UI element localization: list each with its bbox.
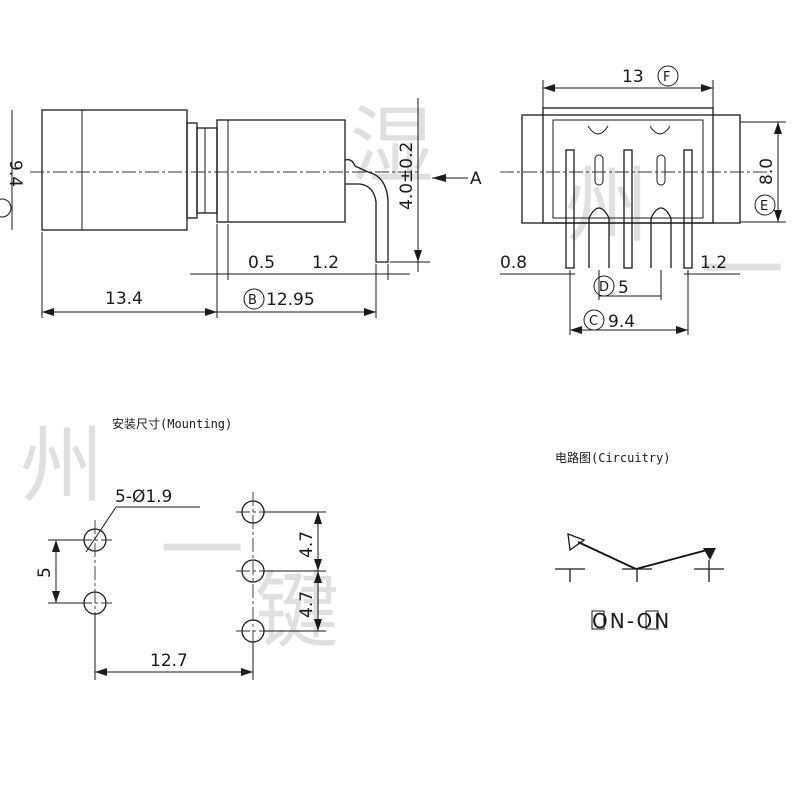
- watermark-char: 一: [700, 222, 784, 320]
- watermark-char: 一: [160, 502, 244, 600]
- dim-f-value: 13: [622, 67, 644, 87]
- end-pin-round: [588, 207, 610, 268]
- dim-arrow: [676, 326, 688, 334]
- view-a-label: A: [470, 169, 482, 189]
- end-view: 13 F 8.0 E 0.8 1.2 D 5 C 9.4: [500, 65, 786, 335]
- dim-pin-right-value: 1.2: [700, 253, 727, 273]
- dim-pin-thickness-value: 1.2: [312, 253, 339, 273]
- dim-e-label: E: [760, 199, 768, 214]
- dim-arrow: [314, 619, 322, 631]
- dim-b-label: B: [248, 293, 257, 308]
- dim-arrow: [414, 250, 422, 262]
- dim-arrow: [543, 84, 555, 92]
- label-box: [591, 610, 605, 630]
- side-washer: [196, 127, 218, 214]
- end-pin: [683, 149, 693, 269]
- dim-c-marker: [583, 309, 605, 331]
- label-box: [645, 610, 659, 630]
- dim-vertical-value: 5: [35, 567, 55, 578]
- dim-arrow: [42, 308, 54, 316]
- dim-f-marker: [657, 65, 679, 87]
- dim-left-marker: [0, 198, 12, 218]
- dim-arrow: [364, 308, 376, 316]
- side-bent-pin: [344, 158, 389, 263]
- end-pin: [565, 149, 575, 269]
- dim-gap-value: 0.5: [248, 253, 275, 273]
- dim-arrow: [52, 540, 60, 552]
- dim-arrow: [52, 591, 60, 603]
- contact-left: [567, 533, 586, 552]
- circuit-diagram: 电路图(Circuitry) ON-ON: [555, 450, 724, 633]
- dim-pitch-bottom-value: 4.7: [297, 591, 317, 618]
- watermark-char: 键: [255, 562, 339, 660]
- dim-arrow: [95, 668, 107, 676]
- end-notch: [649, 125, 671, 135]
- dim-pin-offset-value: 4.0±0.2: [397, 142, 417, 210]
- dim-arrow: [701, 84, 713, 92]
- mounting-title: 安装尺寸(Mounting): [112, 416, 232, 431]
- dim-d-value: 5: [618, 278, 629, 298]
- dim-arrow: [314, 559, 322, 571]
- dim-horizontal-value: 12.7: [150, 651, 188, 671]
- side-bushing: [41, 109, 188, 231]
- end-case: [542, 107, 714, 224]
- circuit-title: 电路图(Circuitry): [555, 450, 670, 465]
- dim-f-label: F: [663, 70, 670, 85]
- dim-d-label: D: [599, 280, 609, 295]
- end-notch: [587, 125, 609, 135]
- dim-e-marker: [754, 194, 776, 216]
- dim-c-value: 9.4: [608, 312, 635, 332]
- end-case-inner: [552, 119, 704, 219]
- side-case: [216, 119, 346, 223]
- dim-body-length-value: 13.4: [105, 289, 143, 309]
- dim-arrow: [774, 210, 782, 222]
- end-pin: [623, 149, 633, 269]
- dim-left-value: 9.4: [5, 160, 25, 187]
- dim-pin-width-value: 0.8: [500, 253, 527, 273]
- dim-arrow: [570, 326, 582, 334]
- mounting-diagram: 安装尺寸(Mounting) 5-Ø1.9 5: [35, 416, 326, 680]
- side-view: A 9.4 4.0±0.2 0.5 1.2 13.4 B 12.95: [0, 98, 482, 318]
- side-flange: [186, 122, 198, 219]
- watermark: 湿 州 一 州 一 键: [20, 97, 784, 660]
- dim-e-value: 8.0: [757, 158, 777, 185]
- watermark-char: 州: [20, 417, 104, 515]
- switch-lever: [577, 541, 637, 570]
- hole-leader: [85, 506, 117, 553]
- watermark-char: 湿: [350, 97, 434, 195]
- dim-arrow: [205, 308, 217, 316]
- end-slot: [656, 154, 666, 186]
- dim-pitch-top-value: 4.7: [297, 531, 317, 558]
- circuit-function: ON-ON: [592, 609, 671, 633]
- dim-c-label: C: [589, 314, 598, 329]
- switch-lever: [635, 549, 708, 570]
- dim-arrow: [241, 668, 253, 676]
- dim-arrow: [774, 122, 782, 134]
- end-pin-round: [650, 207, 672, 268]
- dim-arrow: [314, 571, 322, 583]
- view-a-arrow: [432, 174, 446, 182]
- contact-right: [703, 548, 716, 560]
- watermark-char: 州: [565, 157, 649, 255]
- dim-arrow: [314, 512, 322, 524]
- end-slot: [594, 154, 604, 186]
- hole-spec: 5-Ø1.9: [115, 487, 172, 507]
- dim-d-marker: [593, 275, 615, 297]
- dim-b-marker: [243, 288, 265, 310]
- dim-b-value: 12.95: [266, 290, 315, 310]
